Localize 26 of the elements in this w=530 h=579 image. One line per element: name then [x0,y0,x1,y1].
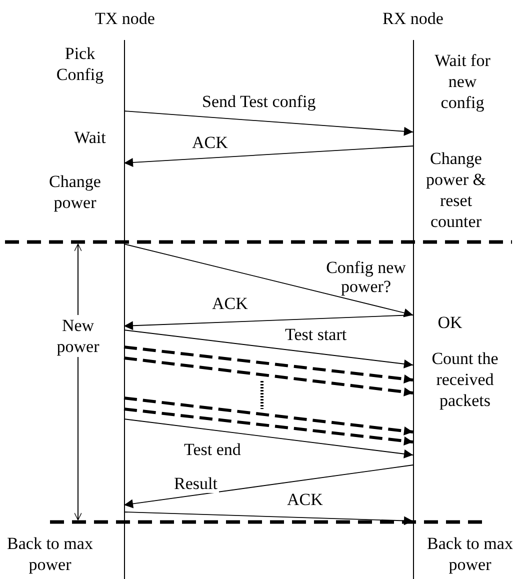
state-note: Back to max power [6,533,94,575]
edge-label: Result [172,474,220,493]
state-note: Change power [48,171,102,213]
arrow [124,512,414,526]
arrow [124,330,414,368]
arrow [124,314,414,330]
arrow [124,464,414,508]
state-note: Pick Config [55,43,105,85]
edge-label: Send Test config [200,92,318,111]
state-note: OK [436,312,464,333]
state-note: Change power & reset counter [425,148,487,232]
state-note: Back to max power [426,533,514,575]
arrow [124,418,414,458]
arrow [124,146,414,167]
arrow [124,244,414,318]
arrow [124,110,414,136]
arrow [124,356,414,396]
arrow [124,408,414,446]
lifeline-header: TX node [94,8,156,29]
state-note: Count the received packets [430,348,500,411]
lifeline-header: RX node [382,8,444,29]
state-note: Wait for new config [434,50,492,113]
state-note: Wait [73,127,107,148]
edge-label: Config new power? [325,258,407,296]
arrow [124,396,414,436]
arrow [124,346,414,384]
